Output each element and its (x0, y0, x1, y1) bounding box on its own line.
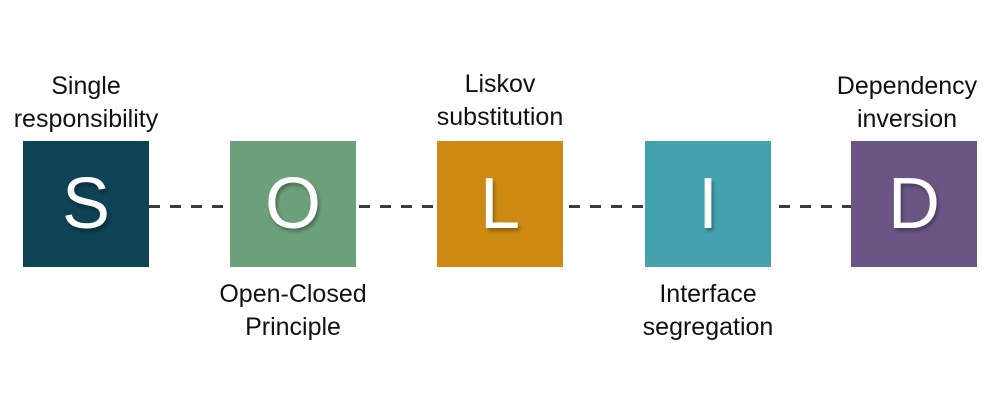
letter-box-i[interactable]: I (645, 141, 771, 267)
letter-glyph-s: S (61, 164, 111, 244)
letter-box-o[interactable]: O (230, 141, 356, 267)
solid-node-s[interactable]: S (23, 141, 149, 267)
caption-single-responsibility: Single responsibility (13, 72, 159, 133)
letter-glyph-o: O (264, 164, 321, 244)
solid-node-o[interactable]: O (230, 141, 356, 267)
letter-glyph-d: D (888, 164, 940, 244)
letter-box-l[interactable]: L (437, 141, 563, 267)
letter-box-d[interactable]: D (851, 141, 977, 267)
caption-liskov-substitution: Liskov substitution (436, 70, 564, 131)
caption-dependency-inversion: Dependency inversion (836, 72, 978, 133)
solid-node-d[interactable]: D (851, 141, 977, 267)
caption-interface-segregation: Interface segregation (642, 280, 774, 341)
letter-box-s[interactable]: S (23, 141, 149, 267)
caption-open-closed-principle: Open-Closed Principle (219, 280, 367, 341)
solid-node-l[interactable]: L (437, 141, 563, 267)
letter-glyph-i: I (697, 164, 718, 244)
solid-node-i[interactable]: I (645, 141, 771, 267)
letter-glyph-l: L (479, 164, 521, 244)
